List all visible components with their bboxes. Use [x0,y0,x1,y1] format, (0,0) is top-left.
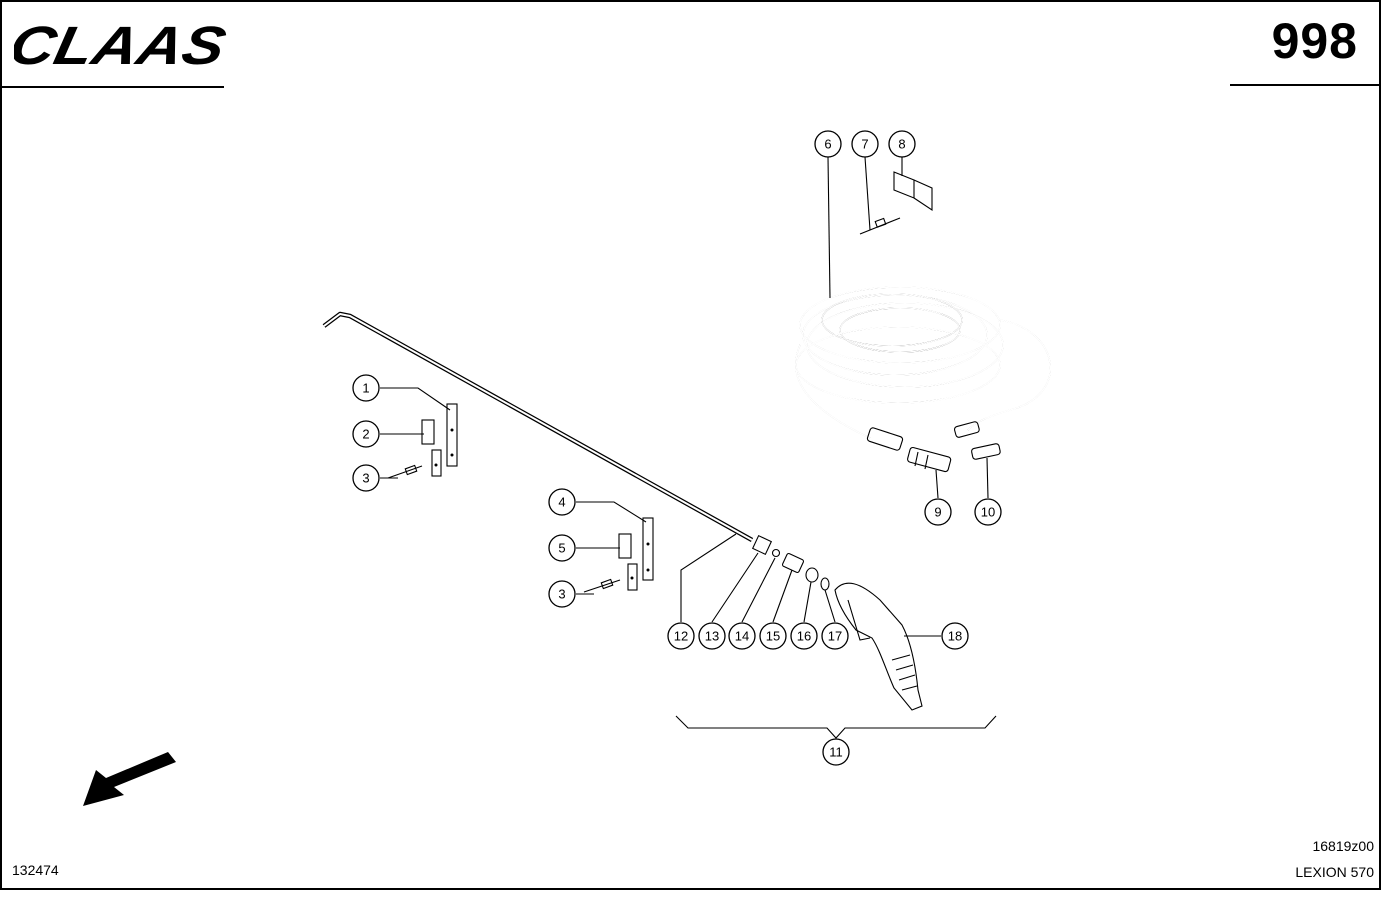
callout-10: 10 [974,498,1002,526]
brand-logo-graphic: CLAAS [4,16,231,76]
svg-text:8: 8 [898,137,905,152]
svg-text:16: 16 [797,629,811,644]
svg-text:11: 11 [829,745,843,760]
callout-5: 5 [548,534,576,562]
air-hose-coil [795,286,1051,451]
direction-arrow-icon [83,752,176,806]
drawing-ref: 16819z00 [1312,838,1374,854]
fitting-parts [751,534,830,591]
callout-11: 11 [822,738,850,766]
callout-6: 6 [814,130,842,158]
svg-text:3: 3 [362,471,369,486]
callout-18: 18 [941,622,969,650]
svg-text:1: 1 [362,381,369,396]
callout-8: 8 [888,130,916,158]
callout-1: 1 [352,374,380,402]
callout-9: 9 [924,498,952,526]
svg-text:3: 3 [558,587,565,602]
hose-hook [859,171,933,235]
brand-logo-text: CLAAS [14,20,231,70]
svg-text:18: 18 [948,629,962,644]
doc-number: 132474 [12,862,59,878]
model-name: LEXION 570 [1295,864,1374,880]
callout-16: 16 [790,622,818,650]
assembly-bracket [675,715,997,739]
svg-text:10: 10 [981,505,995,520]
svg-text:13: 13 [705,629,719,644]
svg-text:2: 2 [362,427,369,442]
page-number: 998 [1271,13,1358,69]
blow-lance-pipe [322,311,754,542]
callout-14: 14 [728,622,756,650]
callout-12: 12 [667,622,695,650]
callout-3-lower: 3 [548,580,576,608]
svg-text:6: 6 [824,137,831,152]
bracket-set-upper [387,403,458,479]
callout-4: 4 [548,488,576,516]
bracket-set-lower [583,517,654,593]
header-rule-left [2,86,224,88]
callout-13: 13 [698,622,726,650]
svg-text:9: 9 [934,505,941,520]
blow-gun [834,582,923,711]
svg-text:5: 5 [558,541,565,556]
callout-7: 7 [851,130,879,158]
coupling-nipple [971,443,1001,460]
callout-15: 15 [759,622,787,650]
leader-lines [380,156,989,637]
svg-text:14: 14 [735,629,749,644]
callout-2: 2 [352,420,380,448]
brand-logo: CLAAS [4,16,234,76]
callout-3-upper: 3 [352,464,380,492]
quick-coupling [907,446,952,473]
callout-17: 17 [821,622,849,650]
svg-text:4: 4 [558,495,565,510]
svg-text:17: 17 [828,629,842,644]
svg-text:12: 12 [674,629,688,644]
header-rule-right [1230,84,1380,86]
svg-text:7: 7 [861,137,868,152]
svg-text:15: 15 [766,629,780,644]
